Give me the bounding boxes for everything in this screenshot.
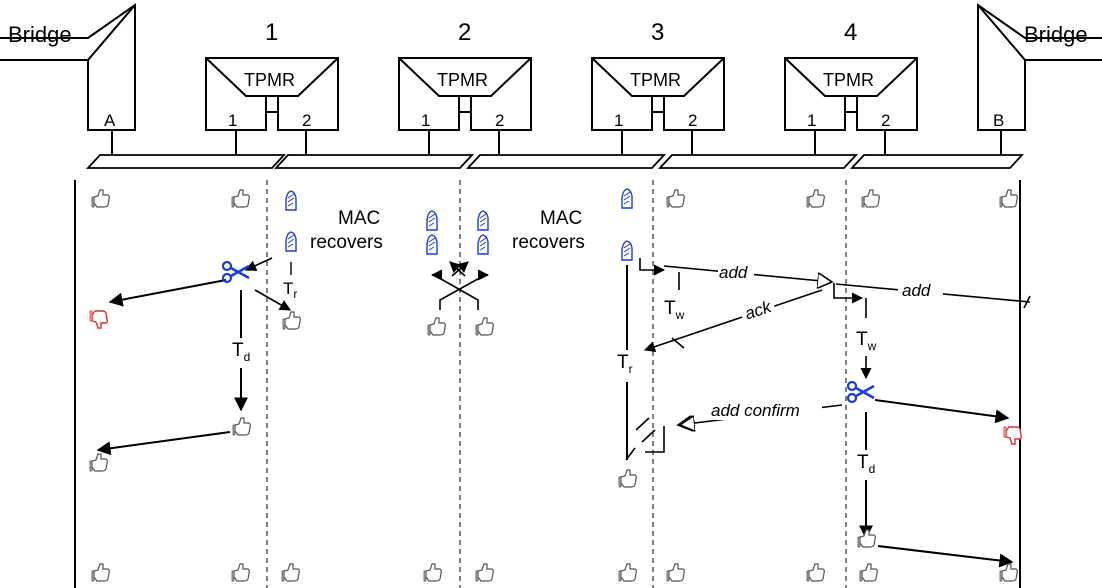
- crossed-fingers-icon: [285, 231, 297, 252]
- tpmr-label: TPMR: [437, 70, 488, 90]
- left-bridge: Bridge A: [0, 3, 136, 155]
- td-label-1: Td: [232, 340, 250, 364]
- thumbs-up-icon: [999, 563, 1018, 582]
- crossed-fingers-icon: [426, 234, 438, 255]
- message-flow: add add Tw ack Tr Tw add confirm Td: [616, 258, 1031, 568]
- tpmr-port-label: 2: [302, 111, 311, 130]
- thumbs-up-icon: [806, 189, 825, 208]
- thumbs-up-icon: [91, 189, 110, 208]
- thumbs-up-icon: [282, 311, 301, 330]
- thumbs-up-icon: [861, 189, 880, 208]
- thumbs-up-icon: [423, 563, 442, 582]
- add-message-label-1: add: [719, 263, 748, 282]
- crossed-fingers-icon: [426, 210, 438, 231]
- thumbs-up-icon: [475, 563, 494, 582]
- tw-label-2: Tw: [856, 329, 877, 353]
- tpmr-port-label: 1: [807, 111, 816, 130]
- tpmr-number-label: 4: [844, 19, 857, 46]
- tpmr-port-label: 1: [614, 111, 623, 130]
- thumbs-up-icon: [89, 453, 108, 472]
- tpmr2-events: [430, 261, 490, 310]
- tpmr-port-label: 2: [688, 111, 697, 130]
- thumbs-up-icon: [427, 317, 446, 336]
- thumbs-up-icon: [999, 189, 1018, 208]
- tr-label-1: Tr: [283, 279, 297, 301]
- thumbs-up-icon: [666, 189, 685, 208]
- thumbs-up-icon: [618, 469, 637, 488]
- td-label-2: Td: [857, 452, 875, 476]
- thumbs-up-icon: [232, 417, 251, 436]
- thumbs-up-icon: [231, 563, 250, 582]
- tpmr-number-label: 3: [651, 19, 664, 46]
- tpmr-label: TPMR: [823, 70, 874, 90]
- lan-segments: [85, 154, 1025, 169]
- left-bridge-port-label: A: [104, 111, 116, 130]
- scissors-icon: [221, 260, 251, 284]
- thumbs-up-icon: [91, 563, 110, 582]
- tpmr-port-label: 1: [228, 111, 237, 130]
- tr-label-2: Tr: [617, 352, 633, 376]
- left-bridge-label: Bridge: [8, 22, 72, 47]
- tpmr-label: TPMR: [244, 70, 295, 90]
- tpmr-label: TPMR: [630, 70, 681, 90]
- tpmr-port-label: 2: [495, 111, 504, 130]
- crossed-fingers-icon: [621, 240, 633, 261]
- thumbs-up-icon: [857, 529, 876, 548]
- crossed-fingers-icon: [285, 190, 297, 211]
- tpmr-number-label: 1: [265, 19, 278, 46]
- thumbs-up-icon: [475, 317, 494, 336]
- right-bridge-port-label: B: [993, 111, 1004, 130]
- scissors-icon: [846, 380, 876, 404]
- thumbs-down-icon: [89, 310, 109, 329]
- thumbs-up-icon: [806, 563, 825, 582]
- crossed-fingers-icon: [621, 188, 633, 209]
- tpmr-number-label: 2: [458, 19, 471, 46]
- thumbs-down-icon: [1003, 426, 1023, 445]
- crossed-fingers-icon: [477, 210, 489, 231]
- tpmr1-events: Td Tr: [96, 257, 297, 456]
- thumbs-up-icon: [859, 563, 878, 582]
- tpmr-port-label: 2: [881, 111, 890, 130]
- add-confirm-message-label: add confirm: [711, 401, 800, 420]
- thumbs-up-icon: [281, 563, 300, 582]
- right-bridge-label: Bridge: [1024, 22, 1088, 47]
- timelines: [74, 180, 1021, 588]
- tw-label-1: Tw: [664, 298, 685, 322]
- right-bridge: Bridge B: [977, 3, 1102, 155]
- crossed-fingers-icon: [477, 234, 489, 255]
- thumbs-up-icon: [231, 189, 250, 208]
- thumbs-up-icon: [618, 563, 637, 582]
- thumbs-up-icon: [666, 563, 685, 582]
- tpmr-port-label: 1: [421, 111, 430, 130]
- add-message-label-2: add: [902, 281, 931, 300]
